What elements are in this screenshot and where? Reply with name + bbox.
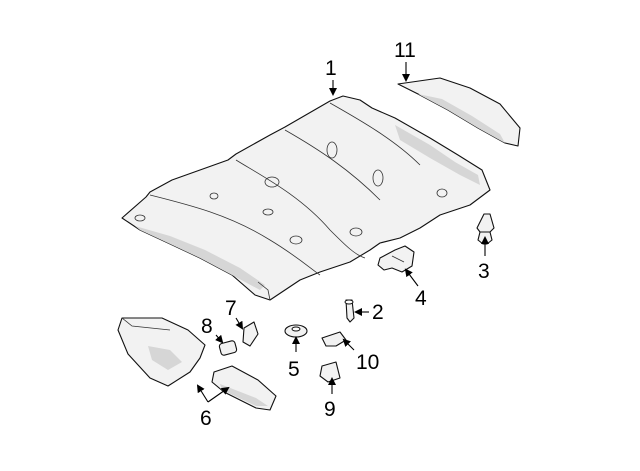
callout-4: 4: [415, 287, 427, 310]
leader-lines: [196, 62, 489, 403]
lamp-bracket[interactable]: [377, 245, 415, 273]
visor-hinge[interactable]: [218, 340, 238, 356]
bracket-10[interactable]: [321, 331, 347, 347]
callout-1: 1: [325, 57, 337, 80]
round-cap[interactable]: [284, 324, 308, 338]
callout-6: 6: [200, 407, 212, 430]
callout-8: 8: [201, 315, 213, 338]
callout-11: 11: [394, 39, 416, 62]
visor-clip[interactable]: [242, 321, 259, 347]
bracket-9[interactable]: [319, 361, 341, 383]
callout-5: 5: [288, 358, 300, 381]
pin-fastener[interactable]: [344, 299, 355, 323]
headliner-panel[interactable]: [121, 95, 491, 301]
callout-7: 7: [225, 297, 237, 320]
callout-9: 9: [324, 398, 336, 421]
sun-visor-left[interactable]: [117, 317, 206, 387]
callout-10: 10: [356, 351, 379, 374]
sun-visor-right[interactable]: [211, 365, 277, 411]
callout-3: 3: [478, 260, 490, 283]
callout-2: 2: [372, 301, 384, 324]
rear-trim-rail[interactable]: [397, 77, 521, 147]
